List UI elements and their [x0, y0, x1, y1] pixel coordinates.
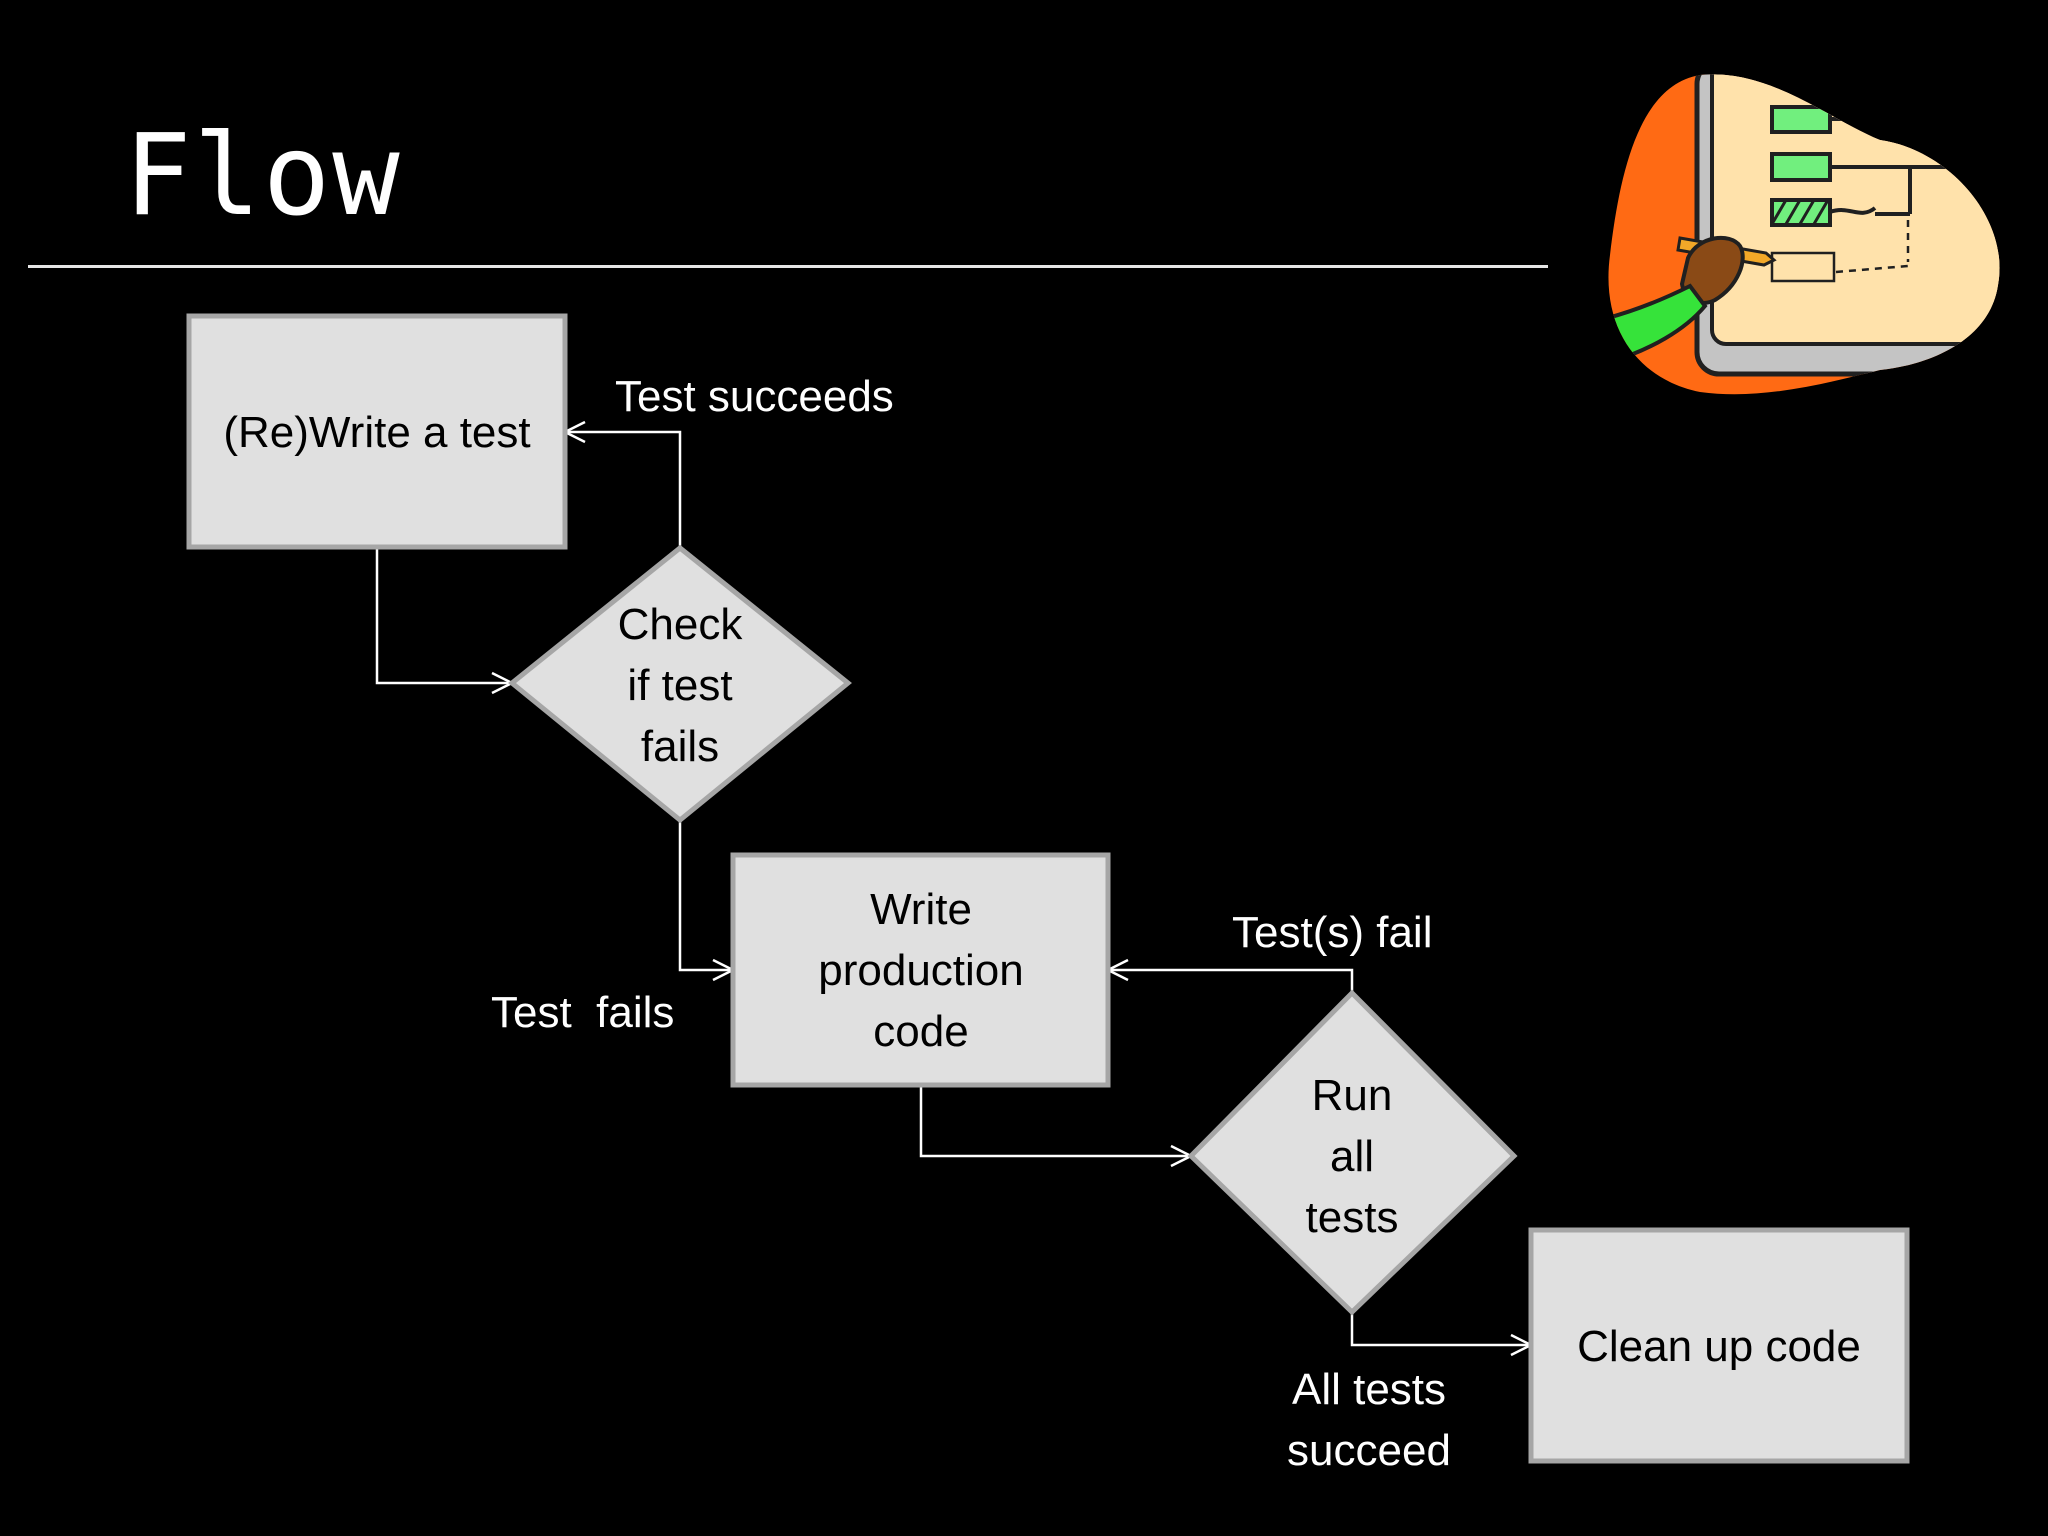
node-write-code-line-1: Write [870, 885, 972, 934]
connector-write-code-to-run [919, 1085, 1194, 1168]
node-check-fails-line-3: fails [641, 722, 719, 771]
node-check-fails-line-1: Check [618, 600, 744, 649]
node-write-code-line-3: code [873, 1007, 968, 1056]
slide-title: Flow [124, 111, 402, 241]
node-write-code: Write production code [730, 852, 1111, 1088]
node-write-code-line-2: production [818, 946, 1023, 995]
tdd-whiteboard-logo-icon [1608, 74, 2000, 395]
connector-run-to-write-code [1105, 958, 1354, 993]
edge-label-test-fails: Test fails [491, 988, 674, 1037]
node-check-fails: Check if test fails [508, 544, 852, 824]
node-rewrite-test: (Re)Write a test [186, 313, 568, 550]
connector-rewrite-to-check [375, 548, 515, 695]
edge-label-all-succeed-line-2: succeed [1287, 1426, 1451, 1475]
connector-check-to-write-code [678, 820, 736, 982]
node-clean-up-label: Clean up code [1577, 1322, 1861, 1371]
connectors [375, 420, 1534, 1357]
node-run-tests-line-3: tests [1306, 1193, 1399, 1242]
node-run-tests-line-2: all [1330, 1132, 1374, 1181]
edge-label-tests-fail: Test(s) fail [1232, 908, 1432, 957]
node-run-tests-line-1: Run [1312, 1071, 1393, 1120]
node-check-fails-line-2: if test [627, 661, 732, 710]
connector-check-to-rewrite [562, 420, 682, 548]
title-divider [28, 265, 1548, 268]
connector-run-to-cleanup [1350, 1312, 1534, 1357]
node-rewrite-test-label: (Re)Write a test [223, 408, 530, 457]
node-run-tests: Run all tests [1187, 989, 1518, 1316]
edge-label-test-succeeds: Test succeeds [615, 372, 894, 421]
edge-label-all-succeed-line-1: All tests [1292, 1365, 1446, 1414]
node-clean-up: Clean up code [1528, 1227, 1910, 1464]
